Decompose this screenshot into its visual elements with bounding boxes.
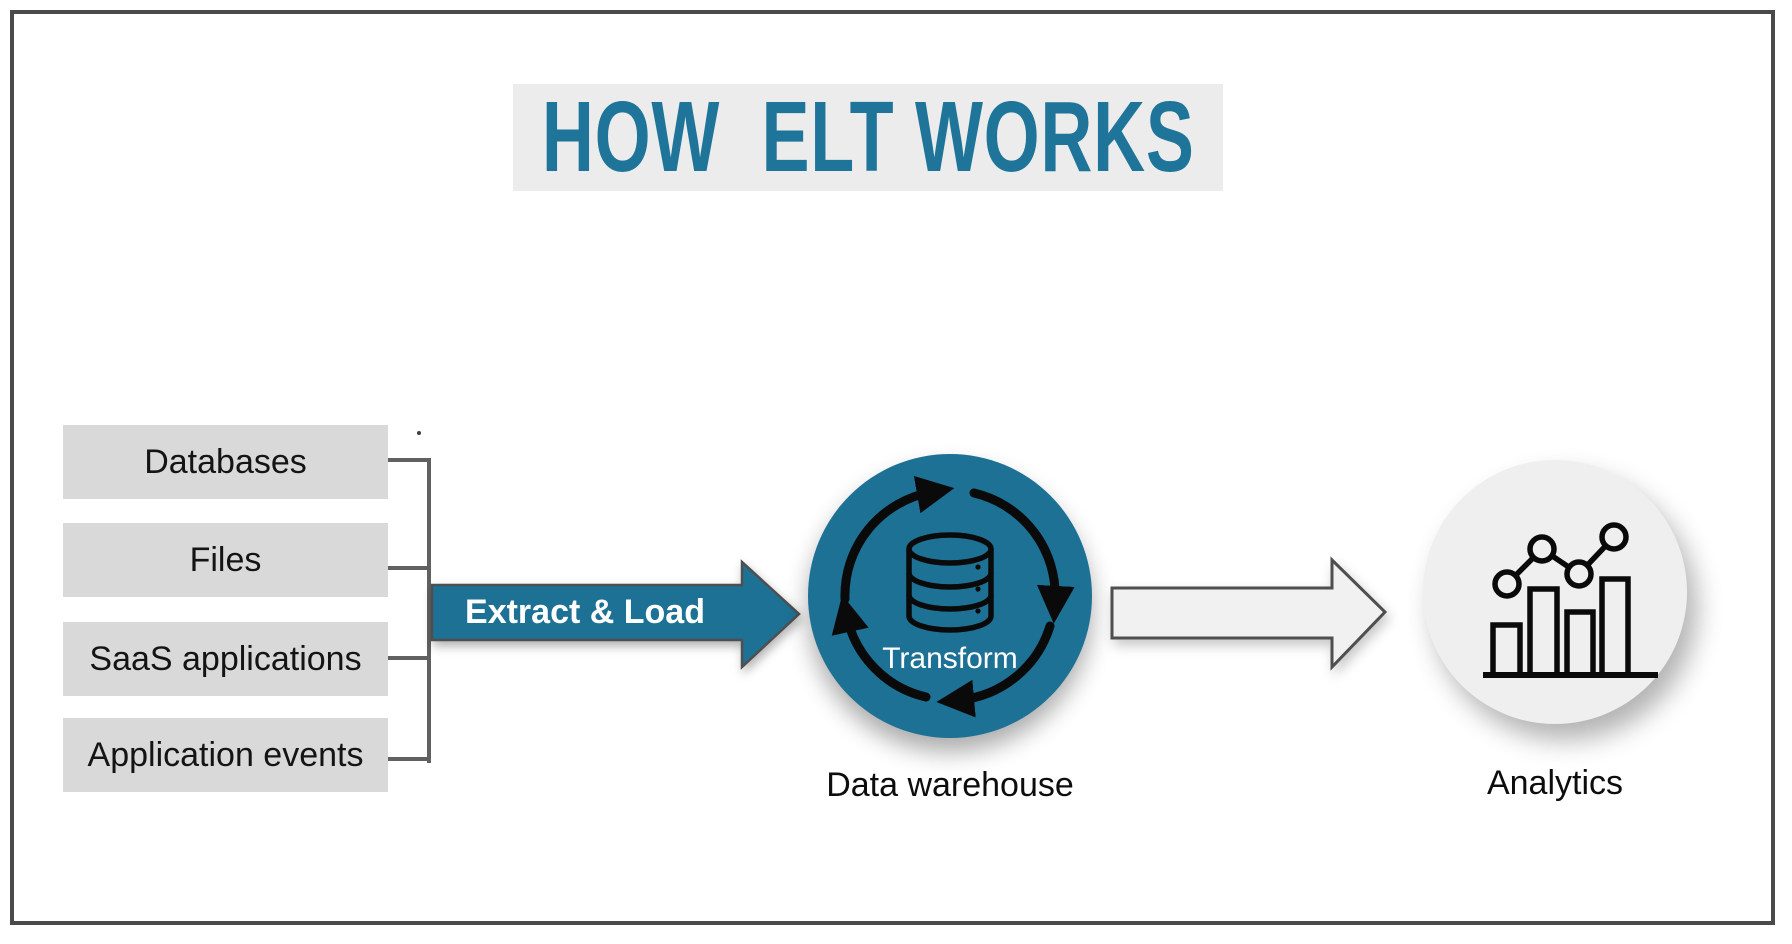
source-label: Application events [87,735,364,774]
title-band: HOW ELT WORKS [513,81,1223,193]
warehouse-to-analytics-arrow-icon [1110,556,1388,671]
database-cylinder-icon [906,532,994,633]
transform-label: Transform [882,642,1018,675]
bracket-tick-saas [388,656,429,660]
source-box-application-events: Application events [63,718,388,792]
data-warehouse-caption: Data warehouse [826,766,1074,804]
source-box-databases: Databases [63,425,388,499]
data-warehouse-circle: Transform [808,454,1092,738]
page-title: HOW ELT WORKS [541,81,1195,193]
extract-load-arrow-icon [430,559,801,670]
source-box-files: Files [63,523,388,597]
source-label: SaaS applications [89,639,362,678]
source-label: Files [189,540,262,579]
database-sync-icon [831,475,1075,718]
analytics-caption: Analytics [1486,764,1624,802]
bracket-tick-databases [388,458,429,462]
bracket-tick-events [388,757,429,761]
analytics-circle [1423,460,1687,724]
source-label: Databases [144,442,307,481]
sync-cycle-arrows-icon [831,475,1075,718]
bracket-vertical-line [427,458,431,763]
bar-chart-trend-icon [1483,522,1658,678]
extract-load-label: Extract & Load [465,593,705,631]
source-box-saas-applications: SaaS applications [63,622,388,696]
stray-dot [417,431,421,435]
bracket-tick-files [388,566,429,570]
